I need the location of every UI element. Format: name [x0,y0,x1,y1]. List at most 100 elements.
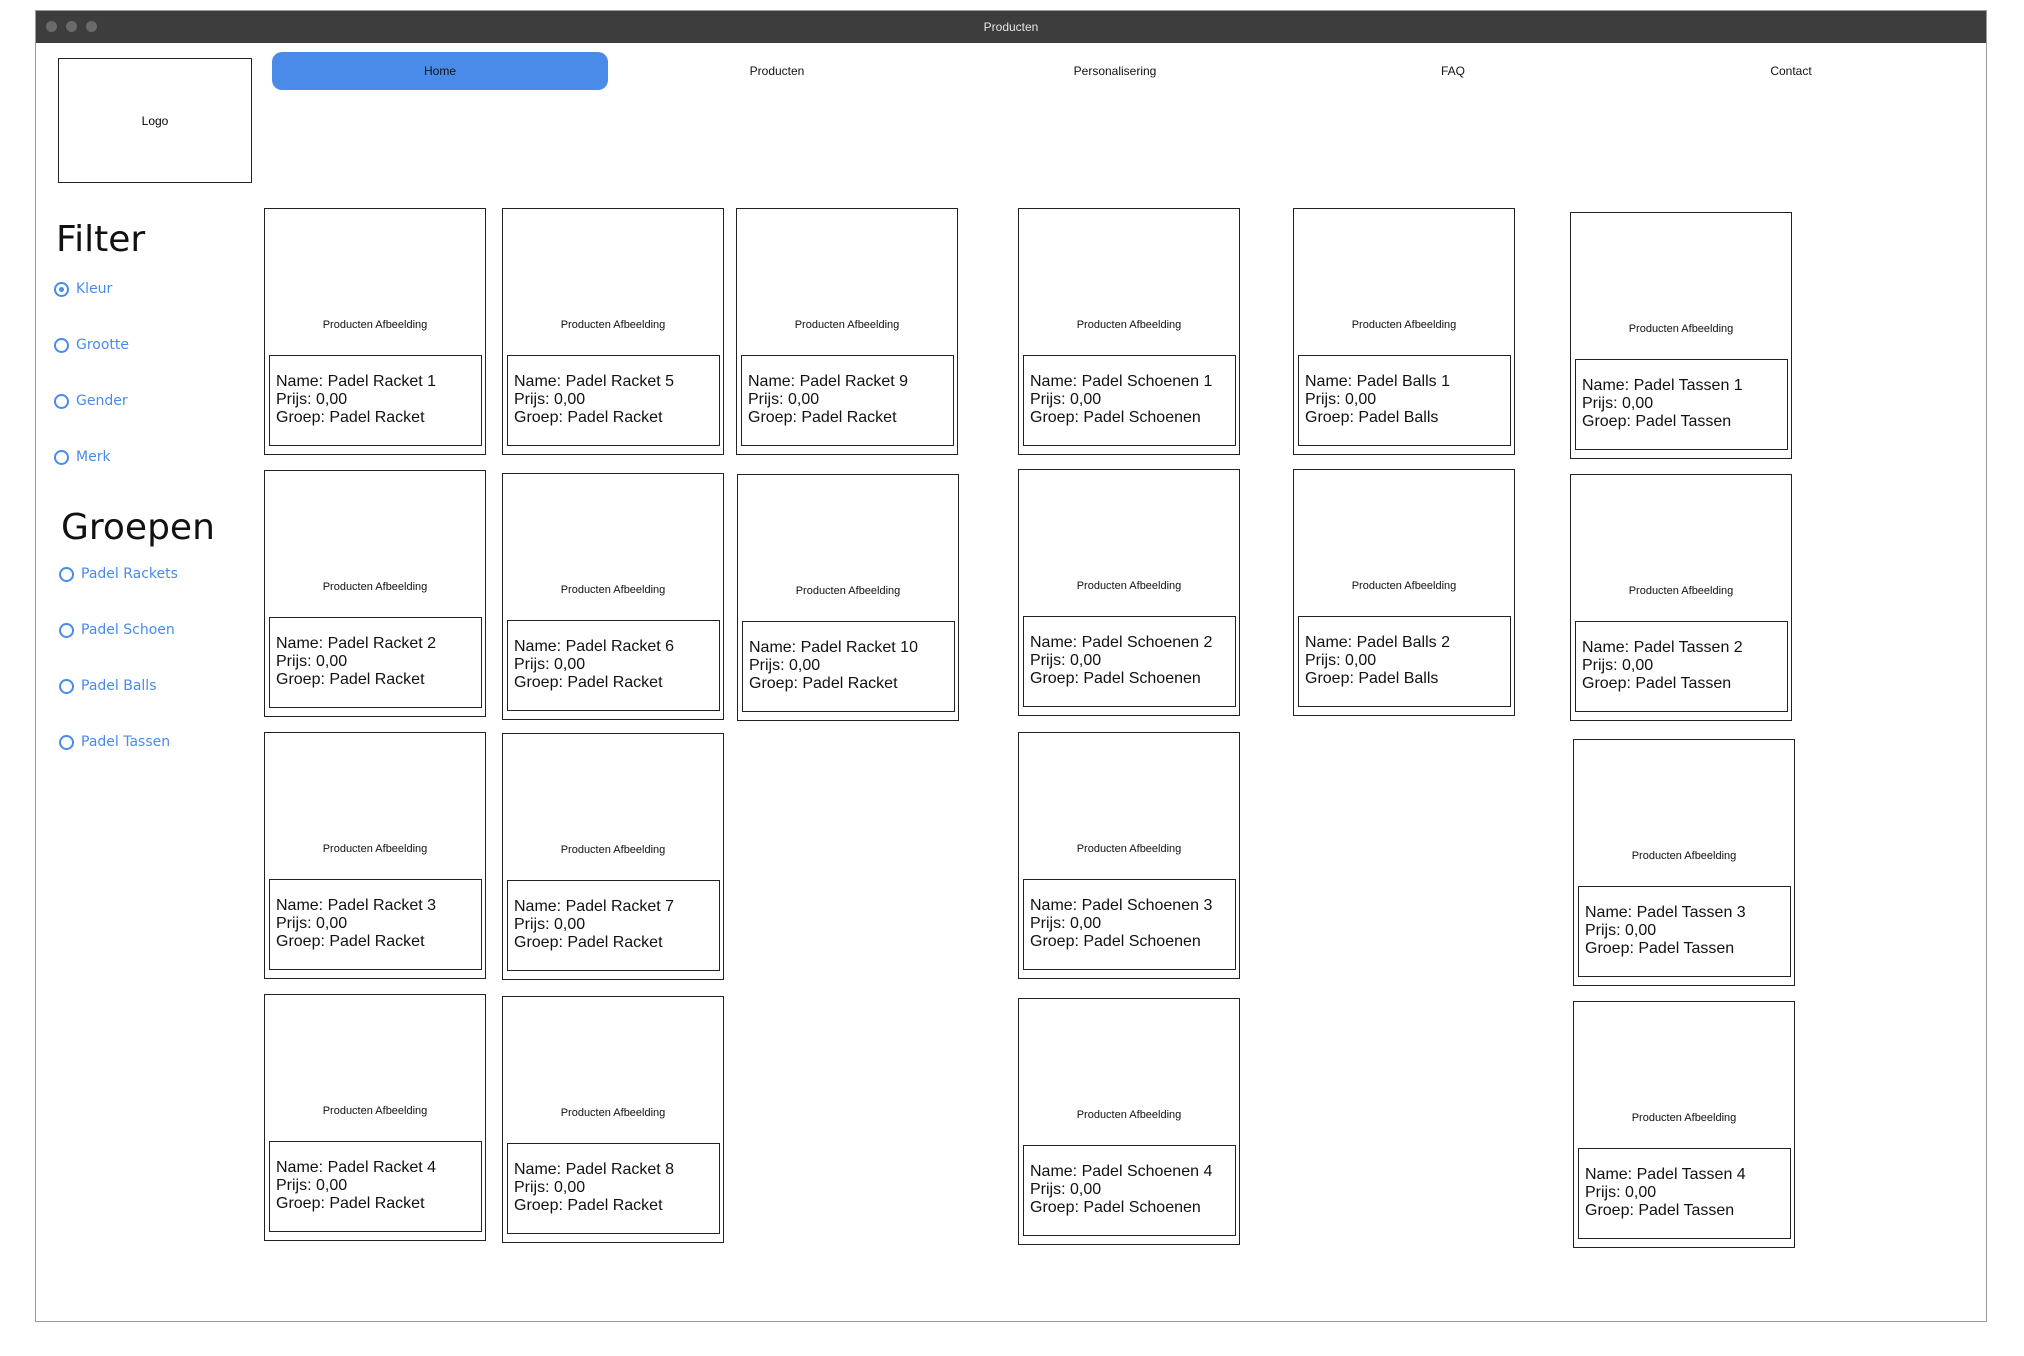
product-image-placeholder: Producten Afbeelding [322,843,428,855]
product-name: Name: Padel Racket 7 [514,898,675,915]
product-group: Groep: Padel Tassen [1585,1202,1735,1219]
nav-producten[interactable]: Producten [749,64,805,78]
product-card[interactable]: Producten Afbeelding Name: Padel Schoene… [1018,208,1240,455]
product-price: Prijs: 0,00 [1585,922,1657,939]
product-group: Groep: Padel Racket [276,409,425,426]
product-group: Groep: Padel Racket [514,409,663,426]
product-name: Name: Padel Schoenen 1 [1030,373,1213,390]
product-price: Prijs: 0,00 [1030,652,1102,669]
group-option-padel-rackets[interactable]: Padel Rackets [59,566,178,582]
product-price: Prijs: 0,00 [1582,657,1654,674]
minimize-window-button[interactable] [66,21,77,32]
product-card[interactable]: Producten Afbeelding Name: Padel Racket … [264,470,486,717]
product-name: Name: Padel Balls 1 [1305,373,1450,390]
product-card[interactable]: Producten Afbeelding Name: Padel Tassen … [1573,1001,1795,1248]
product-name: Name: Padel Racket 8 [514,1161,675,1178]
window-titlebar: Producten [36,11,1986,43]
product-image-placeholder: Producten Afbeelding [560,584,666,596]
group-option-label: Padel Balls [81,678,157,694]
product-group: Groep: Padel Racket [514,674,663,691]
product-price: Prijs: 0,00 [514,656,586,673]
nav-home[interactable]: Home [272,52,608,90]
nav-faq[interactable]: FAQ [1440,64,1465,78]
product-info: Name: Padel Schoenen 4 Prijs: 0,00 Groep… [1023,1145,1236,1236]
product-card[interactable]: Producten Afbeelding Name: Padel Tassen … [1573,739,1795,986]
product-name: Name: Padel Schoenen 2 [1030,634,1213,651]
radio-icon [59,734,74,750]
product-group: Groep: Padel Balls [1305,409,1439,426]
product-group: Groep: Padel Tassen [1582,413,1732,430]
product-name: Name: Padel Tassen 4 [1585,1166,1746,1183]
product-card[interactable]: Producten Afbeelding Name: Padel Schoene… [1018,732,1240,979]
product-image-placeholder: Producten Afbeelding [794,319,900,331]
product-card[interactable]: Producten Afbeelding Name: Padel Racket … [502,733,724,980]
product-name: Name: Padel Racket 6 [514,638,675,655]
product-name: Name: Padel Racket 10 [749,639,918,656]
product-info: Name: Padel Schoenen 2 Prijs: 0,00 Groep… [1023,616,1236,707]
product-image-placeholder: Producten Afbeelding [322,319,428,331]
group-option-padel-balls[interactable]: Padel Balls [59,678,157,694]
product-name: Name: Padel Balls 2 [1305,634,1450,651]
nav-contact[interactable]: Contact [1770,64,1812,78]
product-info: Name: Padel Racket 3 Prijs: 0,00 Groep: … [269,879,482,970]
group-option-padel-schoen[interactable]: Padel Schoen [59,622,175,638]
product-name: Name: Padel Racket 1 [276,373,437,390]
product-price: Prijs: 0,00 [276,1177,348,1194]
close-window-button[interactable] [46,21,57,32]
product-card[interactable]: Producten Afbeelding Name: Padel Racket … [736,208,958,455]
product-image-placeholder: Producten Afbeelding [795,585,901,597]
radio-icon [59,622,74,638]
product-card[interactable]: Producten Afbeelding Name: Padel Tassen … [1570,212,1792,459]
product-name: Name: Padel Racket 4 [276,1159,437,1176]
product-image-placeholder: Producten Afbeelding [560,844,666,856]
product-group: Groep: Padel Racket [514,1197,663,1214]
nav-personalisering[interactable]: Personalisering [1073,64,1157,78]
maximize-window-button[interactable] [86,21,97,32]
product-price: Prijs: 0,00 [748,391,820,408]
product-price: Prijs: 0,00 [1030,915,1102,932]
product-price: Prijs: 0,00 [749,657,821,674]
filter-option-merk[interactable]: Merk [54,449,111,465]
product-group: Groep: Padel Schoenen [1030,1199,1201,1216]
product-card[interactable]: Producten Afbeelding Name: Padel Tassen … [1570,474,1792,721]
product-image-placeholder: Producten Afbeelding [1628,323,1734,335]
logo[interactable]: Logo [58,58,252,183]
group-option-padel-tassen[interactable]: Padel Tassen [59,734,170,750]
product-info: Name: Padel Racket 6 Prijs: 0,00 Groep: … [507,620,720,711]
product-group: Groep: Padel Schoenen [1030,933,1201,950]
product-card[interactable]: Producten Afbeelding Name: Padel Balls 1… [1293,208,1515,455]
product-group: Groep: Padel Balls [1305,670,1439,687]
product-info: Name: Padel Balls 1 Prijs: 0,00 Groep: P… [1298,355,1511,446]
filter-option-grootte[interactable]: Grootte [54,337,129,353]
product-group: Groep: Padel Racket [276,671,425,688]
product-card[interactable]: Producten Afbeelding Name: Padel Racket … [737,474,959,721]
product-image-placeholder: Producten Afbeelding [1076,580,1182,592]
filter-option-kleur[interactable]: Kleur [54,281,112,297]
product-group: Groep: Padel Racket [749,675,898,692]
window-title: Producten [983,20,1039,34]
product-card[interactable]: Producten Afbeelding Name: Padel Racket … [502,473,724,720]
filter-option-label: Grootte [76,337,130,353]
product-price: Prijs: 0,00 [276,915,348,932]
product-price: Prijs: 0,00 [1582,395,1654,412]
product-card[interactable]: Producten Afbeelding Name: Padel Racket … [502,208,724,455]
product-group: Groep: Padel Racket [276,1195,425,1212]
product-image-placeholder: Producten Afbeelding [1076,319,1182,331]
product-card[interactable]: Producten Afbeelding Name: Padel Schoene… [1018,998,1240,1245]
product-info: Name: Padel Tassen 3 Prijs: 0,00 Groep: … [1578,886,1791,977]
filter-option-label: Gender [76,393,128,409]
product-image-placeholder: Producten Afbeelding [1351,580,1457,592]
product-card[interactable]: Producten Afbeelding Name: Padel Racket … [264,994,486,1241]
product-price: Prijs: 0,00 [1030,391,1102,408]
product-card[interactable]: Producten Afbeelding Name: Padel Balls 2… [1293,469,1515,716]
product-image-placeholder: Producten Afbeelding [1628,585,1734,597]
product-card[interactable]: Producten Afbeelding Name: Padel Racket … [502,996,724,1243]
product-card[interactable]: Producten Afbeelding Name: Padel Schoene… [1018,469,1240,716]
product-group: Groep: Padel Racket [748,409,897,426]
product-name: Name: Padel Racket 3 [276,897,437,914]
product-card[interactable]: Producten Afbeelding Name: Padel Racket … [264,208,486,455]
product-card[interactable]: Producten Afbeelding Name: Padel Racket … [264,732,486,979]
group-option-label: Padel Rackets [81,566,178,582]
filter-option-gender[interactable]: Gender [54,393,128,409]
product-info: Name: Padel Racket 8 Prijs: 0,00 Groep: … [507,1143,720,1234]
